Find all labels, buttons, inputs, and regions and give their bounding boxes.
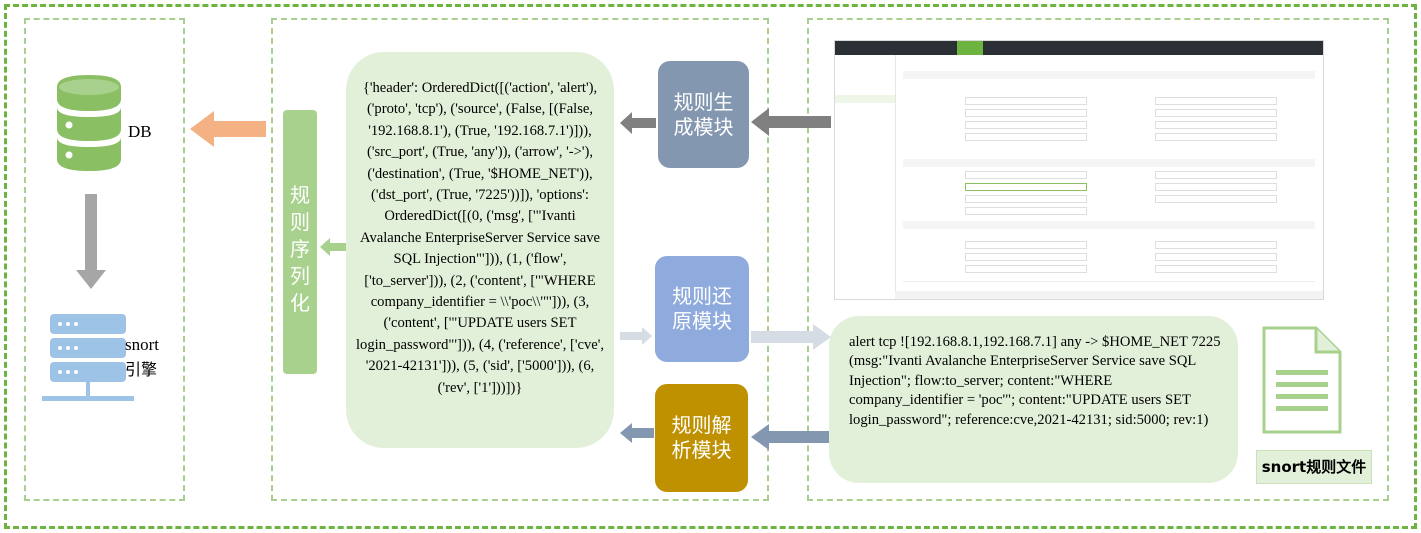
screenshot-field — [1155, 195, 1277, 203]
screenshot-field — [965, 183, 1087, 191]
code-to-restore-arrow — [620, 327, 652, 345]
screenshot-section-2 — [903, 159, 1315, 167]
screenshot-section-1 — [903, 71, 1315, 79]
rule-to-parse-arrow — [751, 424, 829, 450]
screenshot-footer — [895, 291, 1323, 299]
screenshot-active-tab — [957, 41, 983, 55]
parsed-rule-box: {'header': OrderedDict([('action', 'aler… — [346, 52, 614, 448]
screenshot-field — [1155, 109, 1277, 117]
green-left-arrow — [320, 238, 348, 256]
screenshot-field — [1155, 171, 1277, 179]
document-icon — [1262, 326, 1342, 434]
screenshot-field — [965, 195, 1087, 203]
screenshot-field — [965, 265, 1087, 273]
orange-left-arrow — [190, 111, 266, 147]
server-icon — [42, 314, 134, 401]
screenshot-field — [965, 121, 1087, 129]
serialization-panel — [271, 18, 769, 501]
screenshot-field — [1155, 241, 1277, 249]
database-icon — [57, 75, 121, 171]
screenshot-section-3 — [903, 221, 1315, 229]
parsed-rule-text: {'header': OrderedDict([('action', 'aler… — [355, 80, 605, 396]
screenshot-field — [965, 171, 1087, 179]
screenshot-field — [965, 133, 1087, 141]
serialize-label: 规则序列化 — [283, 182, 317, 317]
rule-generate-module: 规则生成模块 — [658, 61, 749, 168]
storage-panel — [24, 18, 185, 501]
screenshot-field — [965, 253, 1087, 261]
down-arrow — [76, 194, 106, 289]
rule-config-screenshot — [834, 40, 1324, 300]
screenshot-field — [965, 109, 1087, 117]
screenshot-field — [1155, 97, 1277, 105]
screenshot-field — [1155, 133, 1277, 141]
screenshot-field — [1155, 183, 1277, 191]
snort-rule-text: alert tcp ![192.168.8.1,192.168.7.1] any… — [849, 334, 1221, 428]
snort-rule-box: alert tcp ![192.168.8.1,192.168.7.1] any… — [829, 316, 1238, 483]
rule-restore-label: 规则还原模块 — [672, 284, 732, 333]
snort-file-label: snort规则文件 — [1256, 450, 1372, 484]
rule-parse-module: 规则解析模块 — [655, 384, 748, 492]
outer-frame — [4, 4, 1417, 529]
screenshot-sidebar — [835, 55, 896, 299]
restore-to-rule-arrow — [751, 324, 831, 350]
screenshot-sidebar-highlight — [835, 95, 895, 103]
rule-restore-module: 规则还原模块 — [655, 256, 749, 362]
screenshot-field — [1155, 253, 1277, 261]
screenshot-field — [1155, 121, 1277, 129]
screenshot-divider — [903, 281, 1315, 282]
snort-engine-label-line2: 引擎 — [125, 360, 158, 379]
screenshot-field — [965, 207, 1087, 215]
generate-to-code-arrow — [620, 112, 656, 134]
rule-parse-label: 规则解析模块 — [671, 413, 732, 462]
serialize-text: 规则序列化 — [290, 183, 310, 315]
screenshot-topbar — [835, 41, 1323, 55]
rule-management-panel — [807, 18, 1389, 501]
parse-to-code-arrow — [620, 423, 654, 443]
screenshot-field — [1155, 265, 1277, 273]
screenshot-to-generate-arrow — [751, 108, 831, 136]
screenshot-field — [965, 97, 1087, 105]
serialize-bar: 规则序列化 — [283, 110, 317, 374]
snort-engine-label-line1: snort — [125, 335, 159, 354]
rule-generate-label: 规则生成模块 — [673, 89, 734, 139]
db-label: DB — [128, 122, 152, 141]
screenshot-field — [965, 241, 1087, 249]
